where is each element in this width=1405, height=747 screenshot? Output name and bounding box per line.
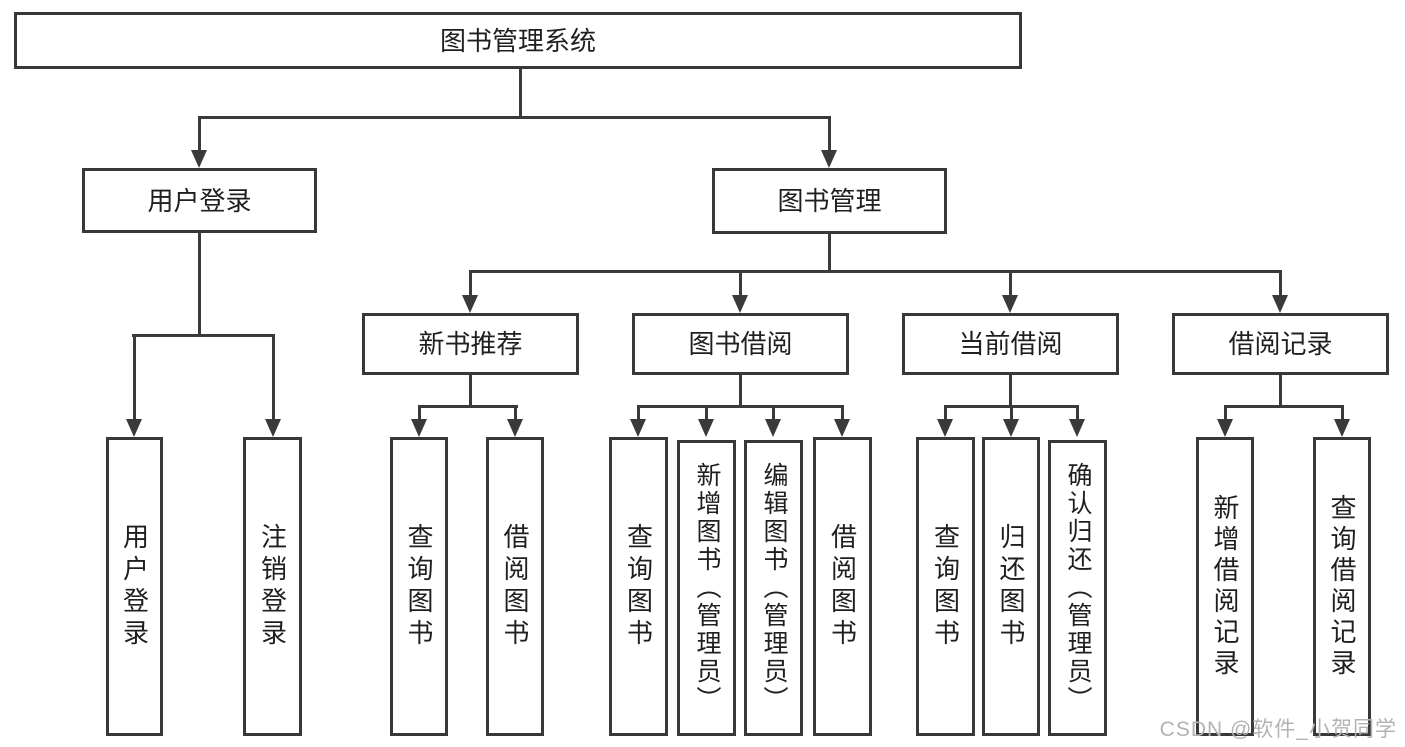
node-label: 借阅记录 bbox=[1228, 329, 1333, 359]
connector-arrow bbox=[1217, 419, 1233, 437]
node-label: 图书管理 bbox=[777, 186, 882, 216]
connector-arrow bbox=[698, 419, 714, 437]
leaf-return-books: 归还图书 bbox=[982, 437, 1040, 736]
connector-arrow bbox=[1002, 295, 1018, 313]
connector-arrow bbox=[630, 419, 646, 437]
leaf-query-books: 查询图书 bbox=[609, 437, 668, 736]
connector-line bbox=[841, 405, 844, 421]
node-borrow-records: 借阅记录 bbox=[1172, 313, 1389, 375]
connector-line bbox=[418, 405, 421, 421]
connector-line bbox=[418, 405, 518, 408]
leaf-add-books-admin: 新增图书（管理员） bbox=[677, 440, 736, 736]
connector-line bbox=[514, 405, 517, 421]
node-label: 归还图书 bbox=[996, 522, 1026, 651]
connector-line bbox=[1279, 270, 1282, 297]
watermark: CSDN @软件_小贺同学 bbox=[1159, 718, 1397, 741]
connector-arrow bbox=[191, 150, 207, 168]
connector-line bbox=[133, 334, 136, 421]
node-label: 借阅图书 bbox=[500, 522, 530, 651]
leaf-borrow-books: 借阅图书 bbox=[813, 437, 872, 736]
connector-line bbox=[1076, 405, 1079, 421]
node-book-management: 图书管理 bbox=[712, 168, 947, 234]
connector-arrow bbox=[1003, 419, 1019, 437]
connector-line bbox=[705, 405, 708, 421]
connector-line bbox=[469, 270, 1282, 273]
connector-line bbox=[198, 116, 201, 152]
connector-line bbox=[272, 334, 275, 421]
leaf-query-books: 查询图书 bbox=[390, 437, 448, 736]
connector-line bbox=[1009, 270, 1012, 297]
connector-arrow bbox=[1334, 419, 1350, 437]
node-label: 新书推荐 bbox=[418, 329, 523, 359]
leaf-query-books: 查询图书 bbox=[916, 437, 975, 736]
connector-arrow bbox=[765, 419, 781, 437]
connector-arrow bbox=[937, 419, 953, 437]
connector-line bbox=[828, 233, 831, 273]
connector-line bbox=[1010, 405, 1013, 421]
connector-line bbox=[469, 270, 472, 297]
connector-line bbox=[739, 374, 742, 408]
connector-arrow bbox=[1272, 295, 1288, 313]
connector-line bbox=[739, 270, 742, 297]
node-label: 新增借阅记录 bbox=[1210, 493, 1240, 680]
connector-arrow bbox=[732, 295, 748, 313]
connector-arrow bbox=[834, 419, 850, 437]
leaf-logout: 注销登录 bbox=[243, 437, 302, 736]
node-label: 查询借阅记录 bbox=[1327, 493, 1357, 680]
node-label: 图书管理系统 bbox=[439, 25, 596, 56]
node-new-book-recommend: 新书推荐 bbox=[362, 313, 579, 375]
leaf-borrow-books: 借阅图书 bbox=[486, 437, 544, 736]
node-current-borrow: 当前借阅 bbox=[902, 313, 1119, 375]
connector-arrow bbox=[507, 419, 523, 437]
node-book-borrow: 图书借阅 bbox=[632, 313, 849, 375]
connector-line bbox=[519, 68, 522, 117]
connector-line bbox=[1009, 374, 1012, 408]
leaf-user-login: 用户登录 bbox=[106, 437, 163, 736]
connector-line bbox=[469, 374, 472, 408]
connector-line bbox=[1341, 405, 1344, 421]
connector-line bbox=[1224, 405, 1227, 421]
connector-line bbox=[772, 405, 775, 421]
node-label: 新增图书（管理员） bbox=[693, 462, 721, 714]
connector-arrow bbox=[411, 419, 427, 437]
connector-line bbox=[1279, 374, 1282, 408]
connector-line bbox=[198, 232, 201, 336]
node-label: 借阅图书 bbox=[827, 522, 858, 651]
connector-line bbox=[637, 405, 640, 421]
node-label: 查询图书 bbox=[623, 522, 654, 651]
node-label: 查询图书 bbox=[930, 522, 961, 651]
connector-arrow bbox=[462, 295, 478, 313]
leaf-edit-books-admin: 编辑图书（管理员） bbox=[744, 440, 803, 736]
node-label: 确认归还（管理员） bbox=[1064, 462, 1092, 714]
node-user-login: 用户登录 bbox=[82, 168, 317, 233]
node-label: 图书借阅 bbox=[688, 329, 793, 359]
connector-line bbox=[198, 116, 831, 119]
connector-arrow bbox=[265, 419, 281, 437]
connector-line bbox=[637, 405, 844, 408]
node-label: 用户登录 bbox=[147, 185, 252, 216]
node-label: 注销登录 bbox=[257, 522, 288, 651]
connector-line bbox=[828, 116, 831, 152]
connector-line bbox=[944, 405, 947, 421]
connector-line bbox=[1224, 405, 1344, 408]
node-label: 用户登录 bbox=[119, 522, 150, 651]
leaf-confirm-return-admin: 确认归还（管理员） bbox=[1048, 440, 1107, 736]
node-library-system: 图书管理系统 bbox=[14, 12, 1022, 69]
node-label: 查询图书 bbox=[404, 522, 434, 651]
connector-line bbox=[132, 334, 275, 337]
connector-arrow bbox=[1069, 419, 1085, 437]
connector-arrow bbox=[126, 419, 142, 437]
leaf-query-borrow-record: 查询借阅记录 bbox=[1313, 437, 1371, 736]
connector-arrow bbox=[821, 150, 837, 168]
node-label: 编辑图书（管理员） bbox=[760, 462, 788, 714]
node-label: 当前借阅 bbox=[958, 329, 1063, 359]
leaf-add-borrow-record: 新增借阅记录 bbox=[1196, 437, 1254, 736]
